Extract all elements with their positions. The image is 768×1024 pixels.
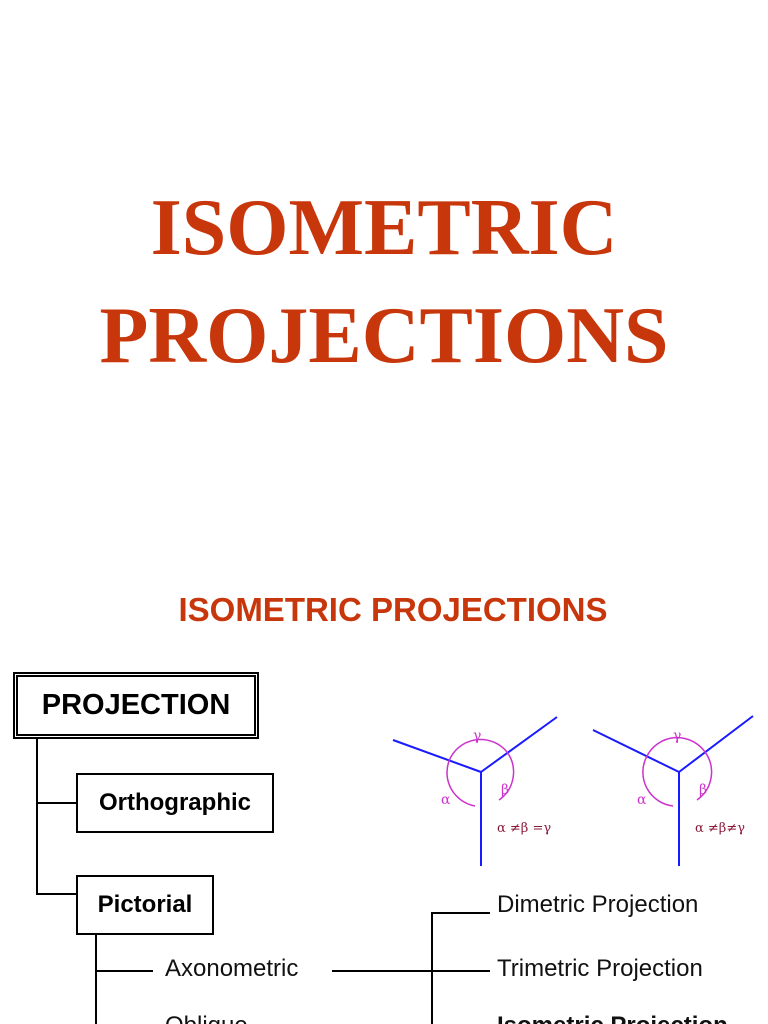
axes-diagram-trimetric: γ α β α ≠β≠γ [592,715,754,866]
connector-axono [95,970,153,972]
connector-axono-to-types [332,970,490,972]
angle-relation: α ≠β≠γ [695,821,745,836]
angle-arcs [446,738,515,807]
beta-symbol: β [699,782,707,798]
connector-pict [36,893,76,895]
orthographic-box: Orthographic [76,773,274,833]
axonometric-label: Axonometric [165,955,299,982]
angle-arcs [642,736,713,807]
connector-root-vertical [36,739,38,894]
title-line-2: PROJECTIONS [99,292,669,380]
connector-dimetric [431,912,490,914]
connector-ortho [36,802,76,804]
trimetric-label: Trimetric Projection [497,955,703,982]
beta-symbol: β [501,782,509,798]
gamma-symbol: γ [473,728,481,744]
title-slide: ISOMETRIC PROJECTIONS [99,184,669,380]
pictorial-box: Pictorial [76,875,214,935]
isometric-label: Isometric Projection [497,1012,728,1024]
slide-title: ISOMETRIC PROJECTIONS [178,591,608,628]
axis-lines [392,716,558,866]
connector-pict-vertical [95,935,97,1024]
projection-box: PROJECTION [13,672,259,739]
axis-lines [592,715,754,866]
dimetric-label: Dimetric Projection [497,891,699,918]
connector-types-vertical [431,912,433,1024]
axes-diagram-dimetric: γ α β α ≠β =γ [392,716,558,866]
alpha-symbol: α [637,792,647,808]
content-slide: ISOMETRIC PROJECTIONS PROJECTION Orthogr… [0,560,768,1024]
angle-relation: α ≠β =γ [497,821,551,836]
oblique-label: Oblique [165,1012,248,1024]
alpha-symbol: α [441,792,451,808]
title-line-1: ISOMETRIC [150,184,618,272]
gamma-symbol: γ [673,728,681,744]
